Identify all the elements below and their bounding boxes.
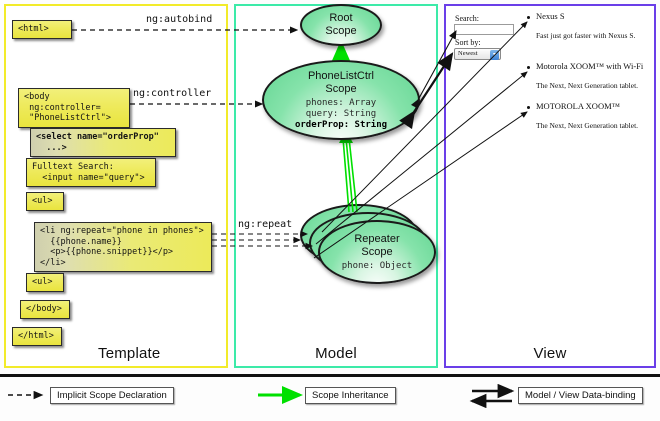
legend-item-model-view-data-binding: Model / View Data-binding [518, 387, 643, 404]
scope-root-title: Root Scope [325, 12, 357, 37]
phone-snippet: The Next, Next Generation tablet. [536, 121, 639, 130]
panel-template-title: Template [98, 345, 161, 362]
scope-repeater: Repeater Scope phone: Object [318, 220, 436, 284]
code-ul-open: <ul> [26, 192, 64, 211]
view-sort-label: Sort by: [455, 38, 481, 47]
list-bullet [527, 16, 530, 19]
scope-phonelistctrl: PhoneListCtrl Scope phones: Array query:… [262, 60, 420, 140]
scope-prop-query: query: String [305, 108, 377, 119]
scope-phonelistctrl-props: phones: Array query: String orderProp: S… [295, 98, 387, 131]
code-html-open: <html> [12, 20, 72, 39]
code-fulltext-search: Fulltext Search: <input name="query"> [26, 158, 156, 187]
chevron-down-icon: ▾ [490, 50, 499, 60]
legend: Implicit Scope Declaration Scope Inherit… [0, 374, 660, 421]
code-li-repeat: <li ng:repeat="phone in phones"> {{phone… [34, 222, 212, 272]
scope-prop-phones: phones: Array [305, 97, 377, 108]
view-search-label: Search: [455, 14, 479, 23]
legend-item-implicit-scope-declaration: Implicit Scope Declaration [50, 387, 174, 404]
phone-name[interactable]: Motorola XOOM™ with Wi-Fi [536, 61, 644, 71]
panel-model: Model [234, 4, 438, 368]
phone-snippet: The Next, Next Generation tablet. [536, 81, 639, 90]
scope-root: Root Scope [300, 4, 382, 46]
code-ul-close: <ul> [26, 273, 64, 292]
scope-prop-phone: phone: Object [341, 260, 413, 271]
list-bullet [527, 66, 530, 69]
panel-view-title: View [533, 345, 567, 362]
scope-phonelistctrl-title: PhoneListCtrl Scope [307, 69, 375, 95]
scope-prop-orderprop: orderProp: String [294, 119, 388, 130]
phone-snippet: Fast just got faster with Nexus S. [536, 31, 636, 40]
label-ng-controller: ng:controller [133, 88, 212, 99]
legend-icons [8, 383, 515, 409]
phone-name[interactable]: Nexus S [536, 11, 565, 21]
label-ng-autobind: ng:autobind [146, 14, 213, 25]
code-body-open: <body ng:controller= "PhoneListCtrl"> [18, 88, 130, 128]
sort-by-select[interactable]: Newest ▾ [454, 48, 501, 60]
scope-repeater-title: Repeater Scope [354, 232, 400, 258]
phone-name[interactable]: MOTOROLA XOOM™ [536, 101, 620, 111]
legend-item-scope-inheritance: Scope Inheritance [305, 387, 396, 404]
code-html-close: </html> [12, 327, 62, 346]
sort-by-selected-value: Newest [458, 50, 478, 57]
scope-repeater-props: phone: Object [342, 261, 412, 272]
code-body-close: </body> [20, 300, 70, 319]
search-input[interactable] [454, 24, 514, 35]
list-bullet [527, 106, 530, 109]
label-ng-repeat: ng:repeat [238, 219, 293, 230]
code-select-tag: <select name="orderProp" ...> [30, 128, 176, 157]
panel-model-title: Model [315, 345, 357, 362]
